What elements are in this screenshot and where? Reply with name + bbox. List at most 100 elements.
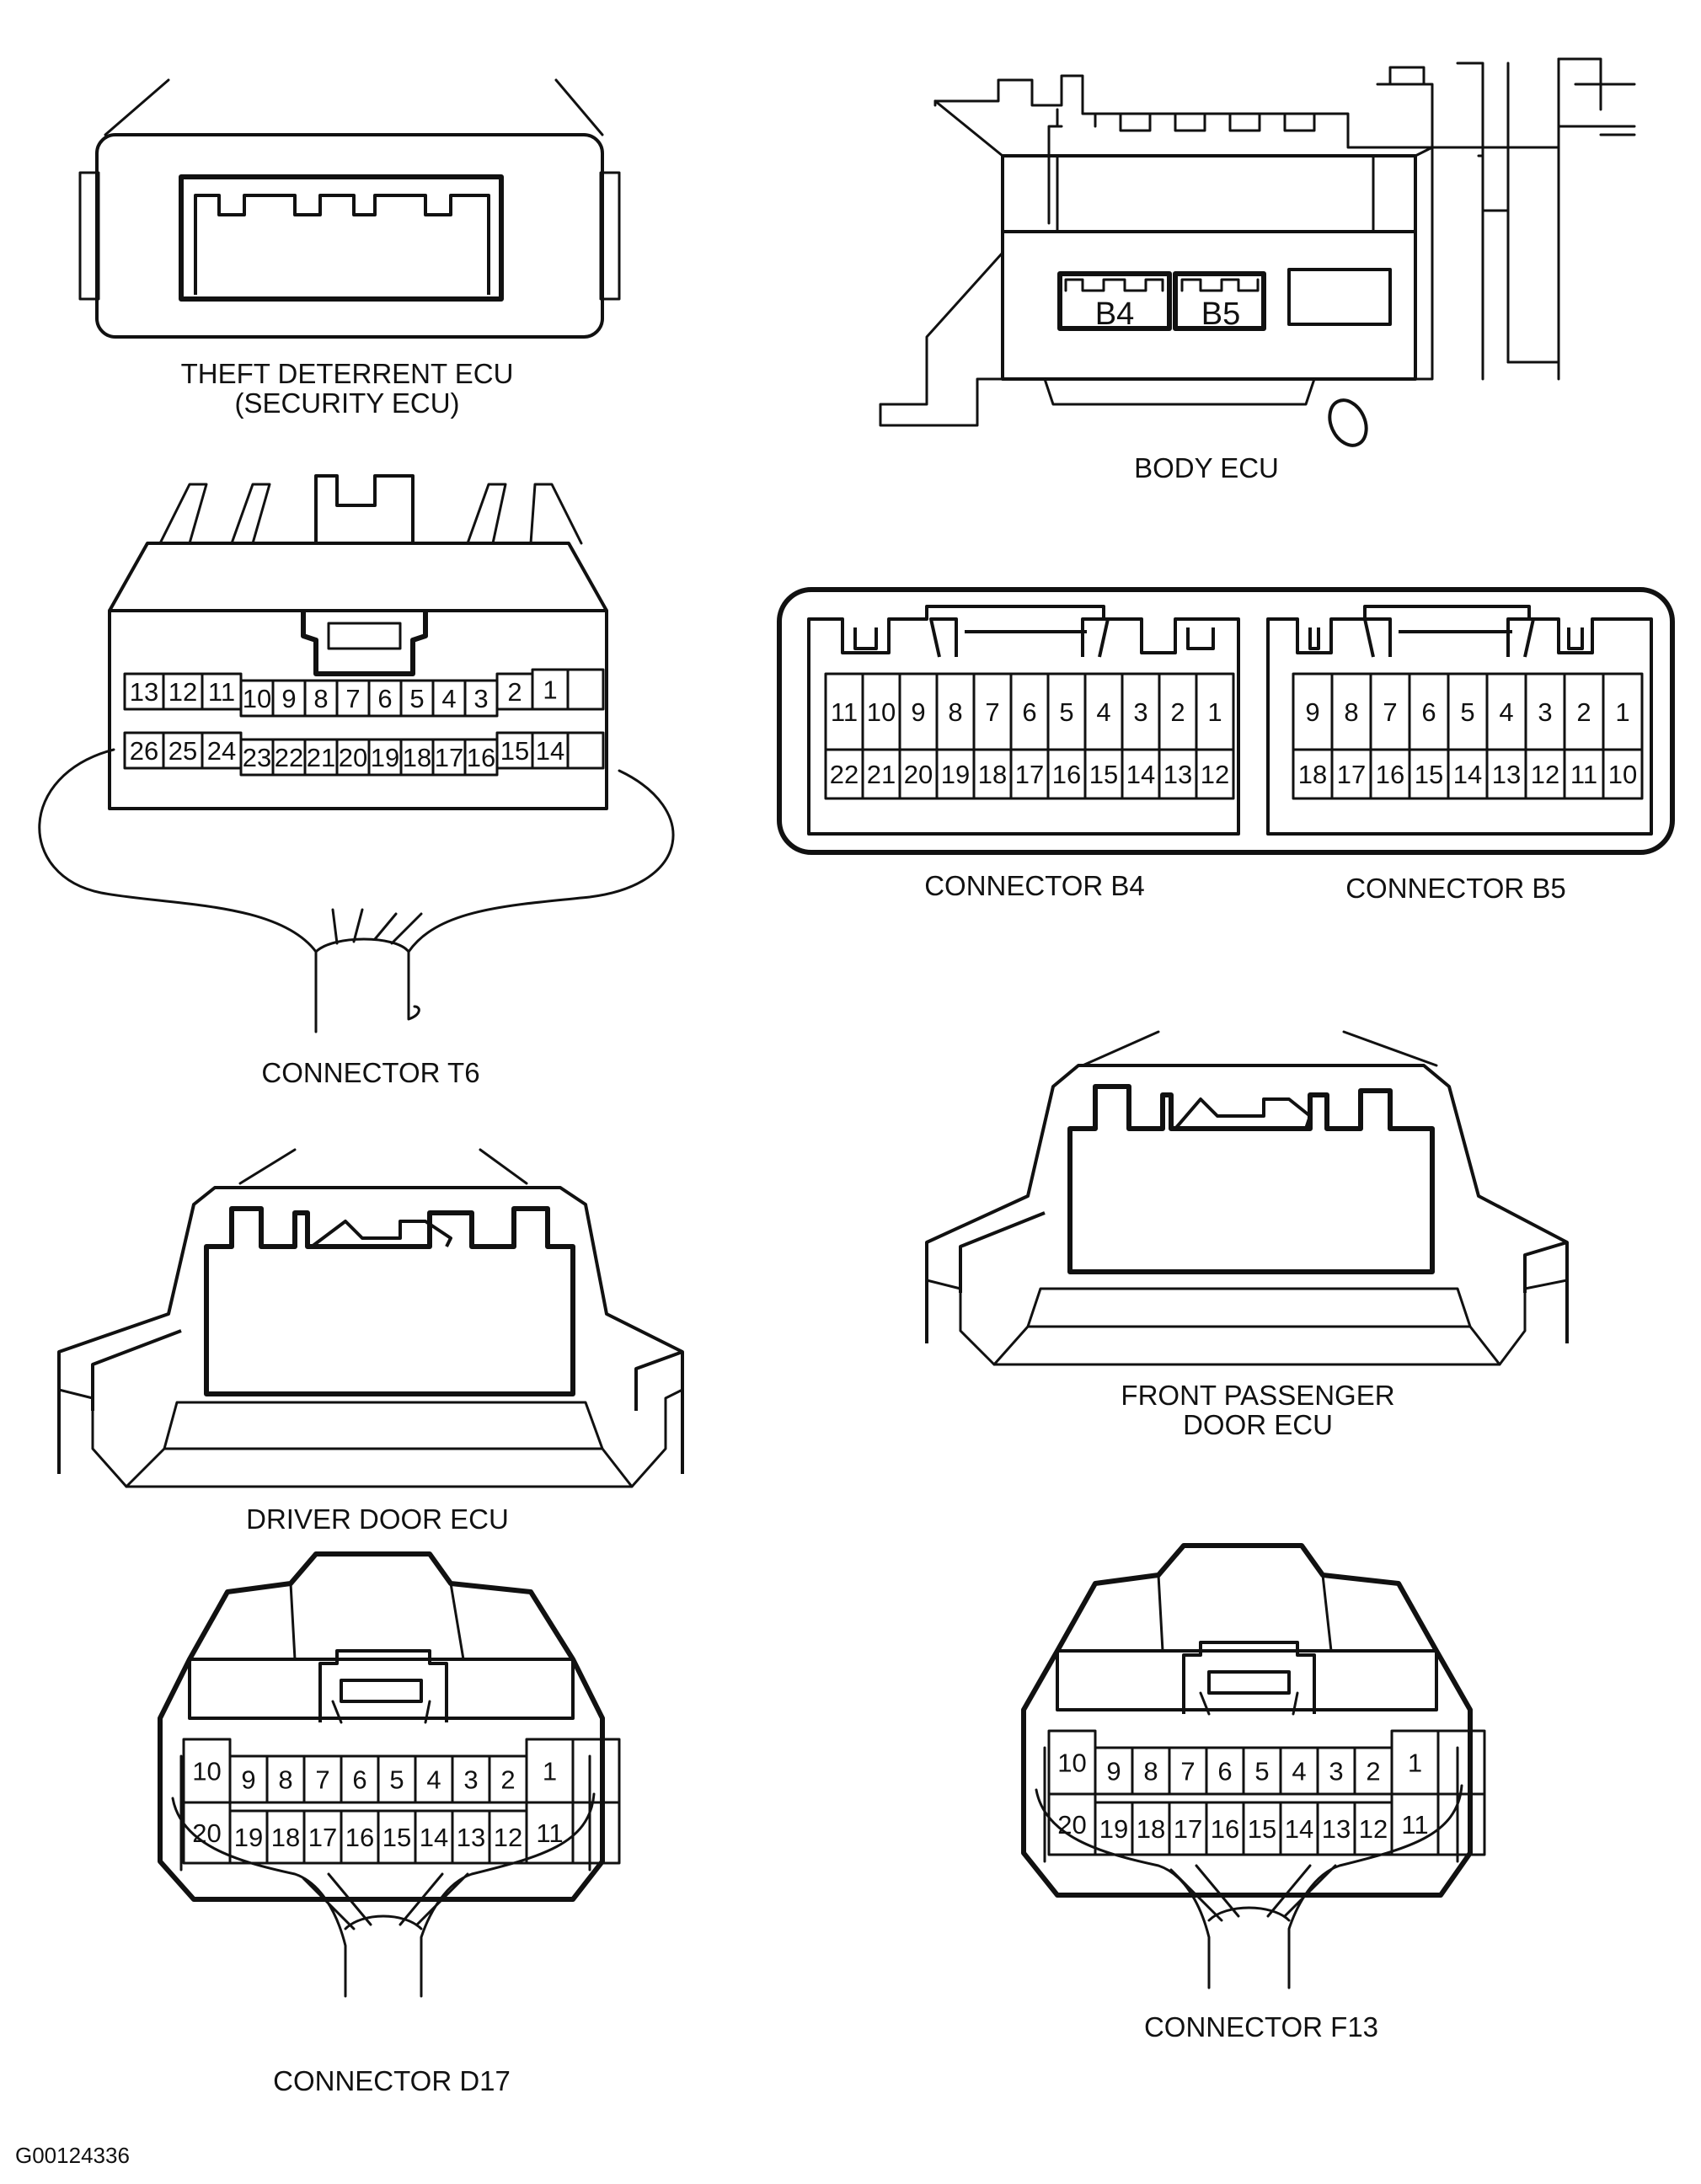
connector-t6-harness [38,748,675,1033]
b4-pin-14: 14 [1126,760,1155,789]
f13-pin-13: 13 [1322,1814,1351,1844]
f13-pin-19: 19 [1099,1814,1128,1844]
connector-t6-drawing [108,474,608,810]
t6-pin-20: 20 [339,743,367,772]
connector-d17-drawing [158,1551,605,1998]
t6-pin-25: 25 [168,736,197,766]
t6-pin-19: 19 [371,743,399,772]
d17-pin-11: 11 [536,1818,563,1848]
d17-pin-8: 8 [278,1765,292,1795]
figure-id: G00124336 [15,2143,130,2168]
f13-pin-3: 3 [1329,1757,1343,1786]
b5-pin-7: 7 [1383,697,1397,727]
d17-pin-18: 18 [271,1823,300,1852]
t6-pin-8: 8 [313,684,328,713]
d17-pin-3: 3 [463,1765,478,1795]
b4-pin-4: 4 [1096,697,1110,727]
f13-pin-12: 12 [1359,1814,1388,1844]
b5-pin-10: 10 [1608,760,1637,789]
b4-pin-5: 5 [1059,697,1073,727]
driver-door-ecu-drawing [57,1148,684,1488]
b4-pin-15: 15 [1089,760,1118,789]
front-passenger-door-ecu-drawing [925,1030,1569,1366]
b5-pin-16: 16 [1376,760,1404,789]
t6-pin-11: 11 [208,677,235,707]
body-ecu-drawing [879,57,1636,447]
f13-pin-5: 5 [1254,1757,1269,1786]
t6-pin-13: 13 [130,677,158,707]
b4-pin-1: 1 [1207,697,1222,727]
d17-pin-7: 7 [315,1765,329,1795]
d17-pin-6: 6 [352,1765,366,1795]
b4-pin-7: 7 [985,697,999,727]
front-passenger-door-ecu-caption-line1: FRONT PASSENGER [1121,1380,1394,1411]
t6-pin-14: 14 [536,736,564,766]
d17-pin-1: 1 [543,1757,557,1786]
f13-pin-17: 17 [1174,1814,1202,1844]
b4-pin-9: 9 [911,697,925,727]
b4-pin-6: 6 [1022,697,1036,727]
body-ecu-slot-b5-label: B5 [1201,296,1240,332]
b4-pin-17: 17 [1015,760,1044,789]
connector-b5-caption: CONNECTOR B5 [1345,873,1566,904]
b5-pin-11: 11 [1570,760,1597,789]
theft-ecu-caption-line2: (SECURITY ECU) [234,387,459,419]
f13-pin-16: 16 [1211,1814,1239,1844]
b4-pin-12-cell [1195,748,1235,800]
f13-pin-8: 8 [1143,1757,1158,1786]
theft-ecu-caption-line1: THEFT DETERRENT ECU [181,358,514,389]
b4-pin-21: 21 [867,760,896,789]
connector-f13-drawing [1021,1543,1473,1989]
t6-pin-21: 21 [307,743,335,772]
t6-pin-22: 22 [275,743,303,772]
d17-pin-2: 2 [500,1765,515,1795]
b4-pin-2: 2 [1170,697,1185,727]
t6-pin-17: 17 [435,743,463,772]
t6-pin-7: 7 [345,684,360,713]
b5-pin-9: 9 [1305,697,1319,727]
f13-pin-4: 4 [1292,1757,1306,1786]
b4-pin-18: 18 [978,760,1007,789]
d17-pin-10: 10 [192,1757,221,1786]
t6-pin-2: 2 [507,677,522,707]
b5-pin-18: 18 [1298,760,1327,789]
driver-door-ecu-caption: DRIVER DOOR ECU [246,1503,509,1535]
b5-pin-12: 12 [1531,760,1559,789]
connector-d17-caption: CONNECTOR D17 [273,2065,511,2096]
d17-pin-4: 4 [426,1765,441,1795]
t6-pin-23: 23 [243,743,271,772]
body-ecu-caption: BODY ECU [1134,452,1279,483]
d17-pin-14: 14 [420,1823,448,1852]
t6-pin-9: 9 [281,684,296,713]
t6-pin-10: 10 [243,684,271,713]
t6-pin-18: 18 [403,743,431,772]
f13-pin-2: 2 [1366,1757,1380,1786]
d17-pin-13: 13 [457,1823,485,1852]
f13-pin-14: 14 [1285,1814,1313,1844]
f13-pin-7: 7 [1180,1757,1195,1786]
f13-pin-undefined-cell [1436,1792,1486,1856]
t6-pin-16: 16 [467,743,495,772]
f13-pin-9: 9 [1106,1757,1121,1786]
b5-pin-3: 3 [1538,697,1552,727]
b5-pin-2: 2 [1576,697,1591,727]
t6-pin-12: 12 [168,677,197,707]
b4-pin-3: 3 [1133,697,1147,727]
b5-pin-17: 17 [1337,760,1366,789]
d17-pin-9: 9 [241,1765,255,1795]
b5-pin-1: 1 [1615,697,1629,727]
connector-t6-caption: CONNECTOR T6 [261,1057,479,1088]
d17-pin-16: 16 [345,1823,374,1852]
f13-pin-15: 15 [1248,1814,1276,1844]
b4-pin-22: 22 [830,760,859,789]
b4-pin-12: 12 [1201,760,1229,789]
front-passenger-door-ecu-caption-line2: DOOR ECU [1183,1409,1333,1440]
connector-f13-caption: CONNECTOR F13 [1144,2011,1378,2042]
b5-pin-14: 14 [1453,760,1482,789]
t6-pin-6: 6 [377,684,392,713]
b4-pin-10: 10 [867,697,896,727]
t6-pin-3: 3 [473,684,488,713]
